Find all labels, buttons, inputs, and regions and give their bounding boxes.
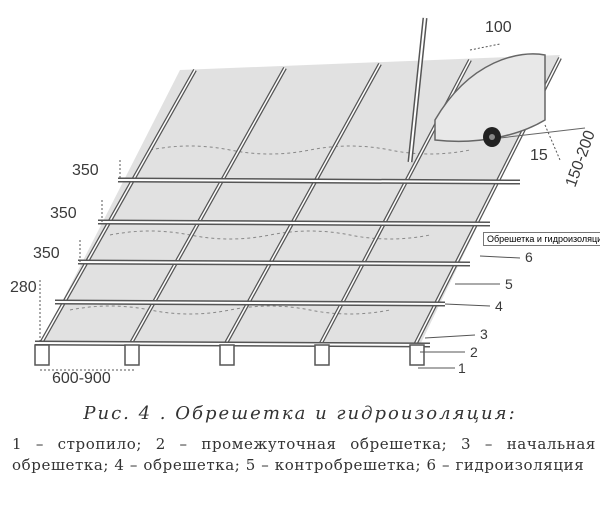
rafter-ends: [34, 344, 425, 366]
callout-4: 4: [495, 298, 503, 314]
callout-leaders: [418, 255, 521, 369]
dim-100: 100: [485, 19, 512, 36]
dim-15: 15: [530, 147, 548, 164]
callout-6: 6: [525, 249, 533, 265]
dim-600-900: 600-900: [52, 370, 111, 387]
callout-2: 2: [470, 344, 478, 360]
dim-350-middle: 350: [50, 205, 77, 222]
membrane-roll: [434, 53, 586, 147]
image-tooltip: Обрешетка и гидроизоляция: [483, 232, 600, 246]
figure-caption-body: 1 – стропило; 2 – промежуточная обрешетк…: [12, 435, 596, 474]
callout-1: 1: [458, 360, 466, 376]
roof-lathing-drawing: 350 350 350 280 600-900 100 15 150-200 1…: [10, 17, 599, 387]
dim-350-top: 350: [72, 162, 99, 179]
dim-280: 280: [10, 279, 37, 296]
dim-350-lower: 350: [33, 245, 60, 262]
dimension-lines: [39, 43, 561, 371]
figure-caption-title: Рис. 4 . Обрешетка и гидроизоляция:: [83, 403, 517, 424]
callout-3: 3: [480, 326, 488, 342]
callout-5: 5: [505, 276, 513, 292]
dim-150-200: 150-200: [563, 128, 599, 189]
